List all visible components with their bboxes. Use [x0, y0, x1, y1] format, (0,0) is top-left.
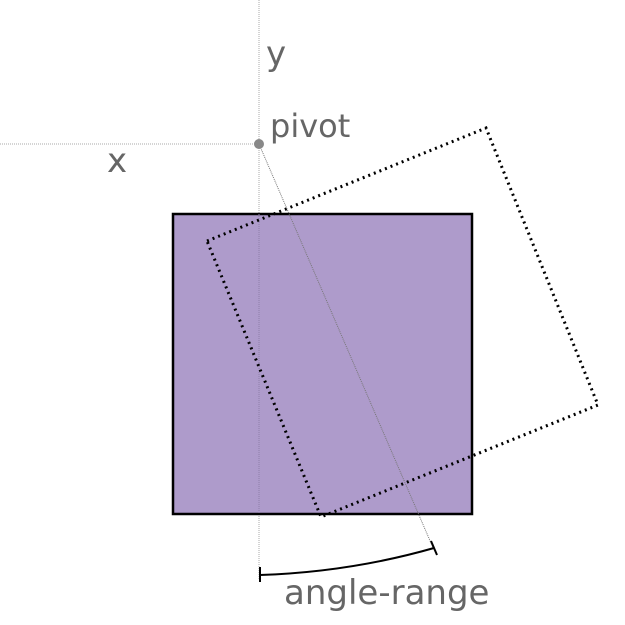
pivot-dot [254, 139, 264, 149]
x-axis-label: x [107, 141, 127, 181]
y-axis-label: y [266, 34, 286, 74]
angle-range-arc [259, 547, 435, 576]
pivot-label: pivot [270, 107, 350, 145]
rotated-axis-guide [258, 143, 435, 551]
angle-range-label: angle-range [284, 573, 489, 613]
angle-range-end-tick [430, 540, 438, 556]
original-square [171, 212, 474, 516]
